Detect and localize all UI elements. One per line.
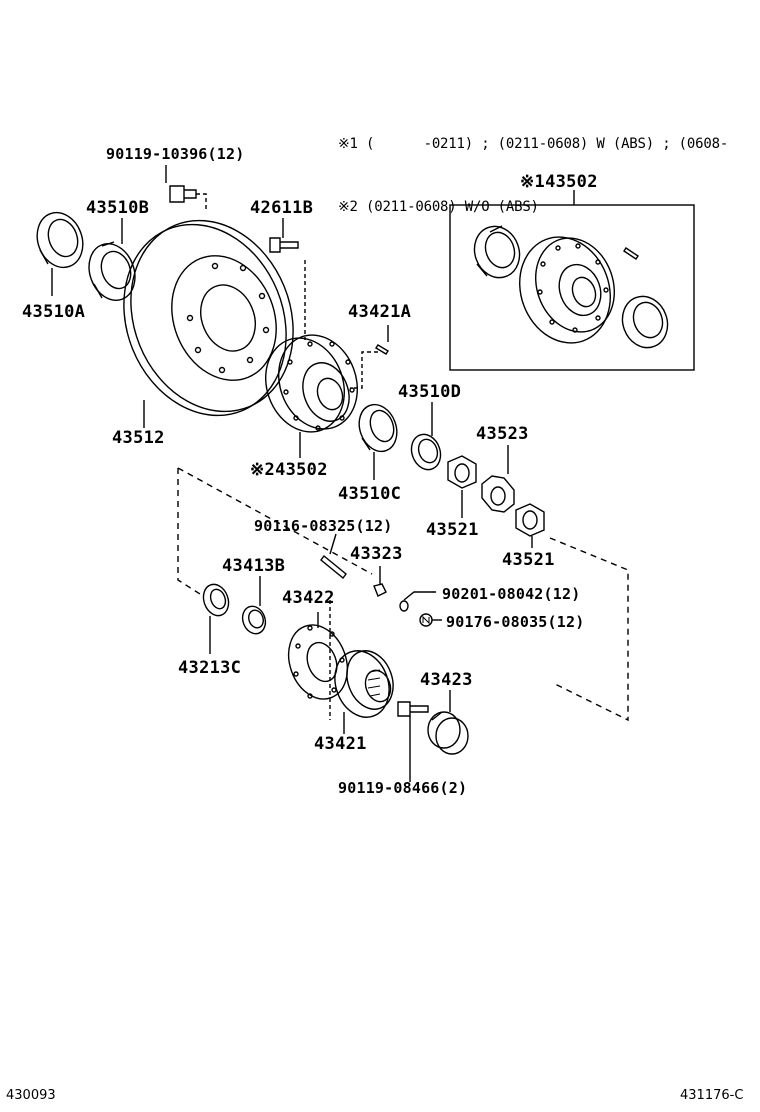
label-43502-note2: ※243502 [250, 460, 328, 480]
label-90119-10396: 90119-10396(12) [106, 145, 245, 163]
bearing-43510C-icon [358, 403, 398, 453]
label-90201-08042: 90201-08042(12) [442, 585, 581, 603]
label-43502-note1: ※143502 [520, 172, 598, 192]
label-43213C: 43213C [178, 658, 242, 678]
label-43422: 43422 [282, 588, 335, 608]
hub-bolt-42611B-icon [269, 237, 299, 253]
label-90119-08466: 90119-08466(2) [338, 779, 468, 797]
label-43521-lower: 43521 [502, 550, 555, 570]
nut-90176-icon [419, 613, 433, 627]
applicability-notes: ※1 ( -0211) ; (0211-0608) W (ABS) ; (060… [338, 92, 760, 260]
diagram-code-right: 431176-C [680, 1088, 744, 1103]
drive-flange-43421-icon [334, 650, 394, 718]
label-43510B: 43510B [86, 198, 150, 218]
bearing-43510B-icon [88, 241, 136, 301]
kit-hub-icon [519, 236, 616, 344]
oil-seal-43510D-icon [410, 433, 442, 471]
brake-rotor-43512-icon [123, 219, 294, 417]
seal-43213C-icon [202, 583, 230, 617]
label-43523: 43523 [476, 424, 529, 444]
lock-washer-43523-icon [481, 475, 515, 513]
kit-bearing-right-icon [621, 295, 669, 349]
label-43421: 43421 [314, 734, 367, 754]
snap-ring-43413B-icon [241, 605, 267, 635]
lock-nut-lower-icon [515, 503, 545, 537]
label-43421A: 43421A [348, 302, 412, 322]
lock-nut-upper-icon [447, 455, 477, 489]
flange-bolt-90119-icon [397, 701, 429, 717]
label-43510A: 43510A [22, 302, 86, 322]
washer-90201-icon [399, 600, 409, 612]
label-90116-08325: 90116-08325(12) [254, 517, 393, 535]
hub-cap-43423-icon [427, 711, 469, 755]
axle-hub-43502-icon [264, 334, 359, 433]
stud-bolt-90116-icon [320, 554, 347, 580]
kit-pin-icon [623, 247, 639, 260]
gasket-43422-icon [287, 624, 349, 700]
label-90176-08035: 90176-08035(12) [446, 613, 585, 631]
label-43510C: 43510C [338, 484, 402, 504]
cone-washer-43323-icon [373, 583, 387, 597]
note-1: ※1 ( -0211) ; (0211-0608) W (ABS) ; (060… [338, 136, 760, 152]
note-2: ※2 (0211-0608) W/O (ABS) [338, 199, 539, 215]
hub-bolt-upper-icon [169, 185, 197, 203]
label-43413B: 43413B [222, 556, 286, 576]
oil-seal-43510A-icon [36, 211, 84, 269]
label-43512: 43512 [112, 428, 165, 448]
label-43510D: 43510D [398, 382, 462, 402]
label-43521-upper: 43521 [426, 520, 479, 540]
label-42611B: 42611B [250, 198, 314, 218]
label-43423: 43423 [420, 670, 473, 690]
label-43323: 43323 [350, 544, 403, 564]
diagram-code-left: 430093 [6, 1088, 56, 1103]
pin-43421A-icon [375, 344, 389, 355]
kit-box [449, 204, 695, 371]
kit-bearing-left-icon [473, 225, 521, 279]
